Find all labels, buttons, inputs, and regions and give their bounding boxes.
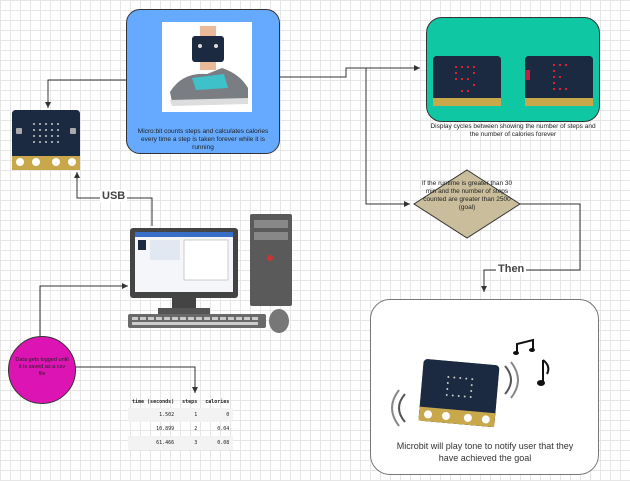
music-notes-icon bbox=[513, 336, 557, 392]
microbit-calories-display bbox=[525, 56, 593, 106]
table-row: 61.466 3 0.08 bbox=[128, 436, 234, 450]
edge-count-to-microbit bbox=[45, 79, 126, 108]
edge-then bbox=[481, 203, 581, 292]
table-cell: 2 bbox=[194, 426, 198, 432]
decision-diamond bbox=[413, 169, 521, 239]
data-log-text: Data gets logged until it is saved as a … bbox=[15, 357, 69, 377]
data-log-circle: Data gets logged until it is saved as a … bbox=[8, 336, 76, 404]
data-table: time (seconds) steps calories 1.502 1 0 … bbox=[128, 396, 234, 450]
usb-label: USB bbox=[100, 190, 128, 202]
table-row: 10.899 2 0.04 bbox=[128, 422, 233, 436]
table-cell: 1.502 bbox=[128, 408, 179, 422]
display-cycle-text: Display cycles between showing the numbe… bbox=[430, 123, 596, 138]
display-cycle-box bbox=[426, 17, 600, 122]
table-cell: 0.08 bbox=[201, 436, 234, 450]
edge-count-to-decision bbox=[365, 68, 410, 207]
table-header: calories bbox=[205, 399, 230, 405]
table-cell: 10.899 bbox=[156, 426, 175, 432]
table-row: 1.502 1 0 bbox=[128, 408, 234, 422]
microbit-device bbox=[12, 110, 80, 170]
table-header: steps bbox=[182, 399, 198, 405]
step-count-box: Micro:bit counts steps and calculates ca… bbox=[126, 9, 280, 154]
table-cell: 3 bbox=[178, 436, 202, 450]
table-cell: 1 bbox=[178, 408, 202, 422]
table-cell: 61.466 bbox=[128, 436, 179, 450]
table-cell: 0.04 bbox=[217, 426, 230, 432]
sound-waves-icon-right bbox=[501, 360, 521, 400]
sound-waves-icon bbox=[389, 388, 409, 428]
microbit-steps-display bbox=[433, 56, 501, 106]
step-count-text: Micro:bit counts steps and calculates ca… bbox=[137, 128, 269, 151]
goal-text: Microbit will play tone to notify user t… bbox=[396, 441, 574, 463]
decision-text: If the runtime is greater than 30 min an… bbox=[421, 180, 513, 211]
edge-log-to-table bbox=[74, 366, 198, 393]
goal-notification-box: Microbit will play tone to notify user t… bbox=[370, 299, 599, 475]
table-cell: 0 bbox=[201, 408, 234, 422]
desktop-computer-icon bbox=[124, 214, 304, 336]
microbit-goal-device bbox=[418, 358, 500, 428]
edge-count-to-display bbox=[278, 65, 420, 78]
edge-log-to-computer bbox=[39, 283, 128, 336]
table-header: time (seconds) bbox=[132, 399, 175, 405]
then-label: Then bbox=[496, 263, 527, 275]
shoe-with-microbit-image bbox=[162, 22, 252, 112]
csv-data-table: time (seconds) steps calories 1.502 1 0 … bbox=[128, 396, 254, 450]
